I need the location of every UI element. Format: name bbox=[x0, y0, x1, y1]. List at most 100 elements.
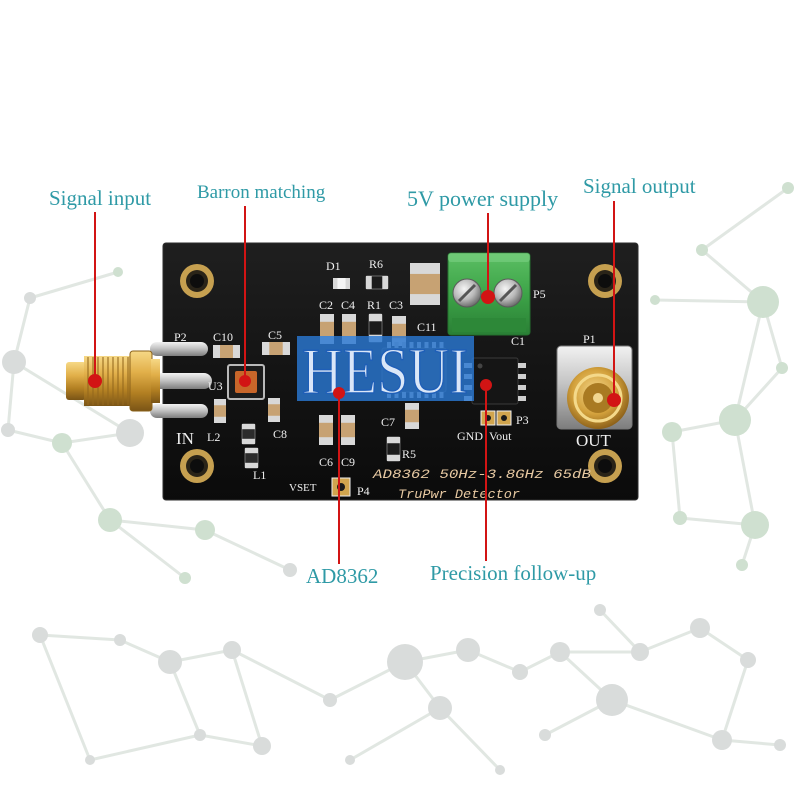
network-link bbox=[39, 633, 121, 642]
label-p2: P2 bbox=[174, 330, 187, 344]
label-product-line: TruPwr Detector bbox=[398, 487, 520, 502]
callout-signal-output: Signal output bbox=[583, 174, 696, 407]
label-c4: C4 bbox=[341, 298, 355, 312]
component-terminal bbox=[392, 316, 406, 324]
network-node bbox=[113, 267, 123, 277]
network-node bbox=[116, 419, 144, 447]
callout-power-supply: 5V power supply bbox=[407, 186, 558, 304]
network-node bbox=[650, 295, 660, 305]
inductor-l1 bbox=[244, 447, 259, 469]
ground-leg-bottom bbox=[150, 404, 208, 418]
network-node bbox=[596, 684, 628, 716]
network-link bbox=[204, 528, 291, 572]
network-node bbox=[428, 696, 452, 720]
watermark: HESUI bbox=[297, 334, 474, 409]
network-node bbox=[283, 563, 297, 577]
capacitor-c9 bbox=[341, 415, 355, 445]
label-c7: C7 bbox=[381, 415, 395, 429]
mounting-hole-bottom-right bbox=[588, 449, 622, 483]
network-link bbox=[720, 659, 750, 741]
callout-signal-input: Signal input bbox=[49, 186, 151, 388]
network-node bbox=[736, 559, 748, 571]
network-link bbox=[701, 186, 789, 252]
capacitor-c5 bbox=[262, 342, 290, 355]
label-out: OUT bbox=[576, 431, 612, 450]
label-r5: R5 bbox=[402, 447, 416, 461]
screw-terminal-2 bbox=[493, 278, 523, 308]
network-link bbox=[109, 518, 206, 532]
component-terminal bbox=[262, 342, 270, 355]
network-node bbox=[594, 604, 606, 616]
network-node bbox=[747, 286, 779, 318]
network-node bbox=[740, 652, 756, 668]
network-node bbox=[85, 755, 95, 765]
network-link bbox=[598, 608, 642, 654]
callout-precision-follow-up: Precision follow-up bbox=[430, 379, 596, 585]
pin1-mark bbox=[477, 363, 483, 369]
label-l2: L2 bbox=[207, 430, 220, 444]
leader-dot bbox=[480, 379, 492, 391]
label-in: IN bbox=[176, 429, 194, 448]
component-terminal bbox=[333, 278, 338, 289]
component-terminal bbox=[232, 345, 240, 358]
network-node bbox=[52, 433, 72, 453]
network-node bbox=[631, 643, 649, 661]
network-node bbox=[24, 292, 36, 304]
label-p5: P5 bbox=[533, 287, 546, 301]
callouts: Signal input Barron matching 5V power su… bbox=[49, 174, 696, 588]
label-model-line: AD8362 50Hz-3.8GHz 65dB bbox=[372, 467, 591, 482]
label-l1: L1 bbox=[253, 468, 266, 482]
signal-leg bbox=[146, 373, 212, 389]
component-terminal bbox=[366, 276, 372, 289]
smd-components bbox=[213, 263, 440, 469]
network-node bbox=[782, 182, 794, 194]
label-vout: Vout bbox=[489, 429, 512, 443]
component-terminal bbox=[214, 416, 226, 423]
label-c8: C8 bbox=[273, 427, 287, 441]
component-terminal bbox=[320, 314, 334, 322]
network-link bbox=[654, 298, 764, 304]
silkscreen-labels: D1 R6 C2 C4 R1 C3 C11 C1 P5 P1 OUT P2 C1… bbox=[174, 257, 612, 502]
label-c3: C3 bbox=[389, 298, 403, 312]
pcb-module: D1 R6 C2 C4 R1 C3 C11 C1 P5 P1 OUT P2 C1… bbox=[66, 242, 639, 502]
network-node bbox=[98, 508, 122, 532]
chip-pin bbox=[518, 374, 526, 379]
component-terminal bbox=[214, 399, 226, 406]
network-node bbox=[158, 650, 182, 674]
component-terminal bbox=[319, 415, 333, 423]
component-terminal bbox=[268, 415, 280, 422]
network-node bbox=[539, 729, 551, 741]
capacitor-c8 bbox=[268, 398, 280, 422]
network-node bbox=[719, 404, 751, 436]
network-link bbox=[230, 649, 264, 747]
callout-barron-matching: Barron matching bbox=[197, 182, 326, 387]
network-node bbox=[495, 765, 505, 775]
callout-label: AD8362 bbox=[306, 564, 378, 588]
component-terminal bbox=[342, 314, 356, 322]
terminal-block-p5 bbox=[447, 252, 531, 336]
callout-label: Barron matching bbox=[197, 182, 326, 203]
network-node bbox=[690, 618, 710, 638]
component-terminal bbox=[387, 454, 400, 461]
leader-dot bbox=[607, 393, 621, 407]
header-pad-p4 bbox=[331, 477, 351, 497]
label-gnd: GND bbox=[457, 429, 483, 443]
label-p3: P3 bbox=[516, 413, 529, 427]
network-node bbox=[223, 641, 241, 659]
label-c10: C10 bbox=[213, 330, 233, 344]
label-p4: P4 bbox=[357, 484, 370, 498]
network-link bbox=[733, 301, 765, 421]
component-terminal bbox=[213, 345, 221, 358]
watermark-banner bbox=[297, 336, 474, 401]
component-terminal bbox=[405, 403, 419, 410]
network-node bbox=[114, 634, 126, 646]
header-pads-p3 bbox=[480, 410, 512, 426]
network-node bbox=[323, 693, 337, 707]
network-node bbox=[662, 422, 682, 442]
network-link bbox=[438, 706, 502, 772]
leader-dot bbox=[333, 387, 345, 399]
capacitor-c11 bbox=[410, 263, 440, 305]
component-terminal bbox=[242, 424, 255, 430]
network-node bbox=[774, 739, 786, 751]
